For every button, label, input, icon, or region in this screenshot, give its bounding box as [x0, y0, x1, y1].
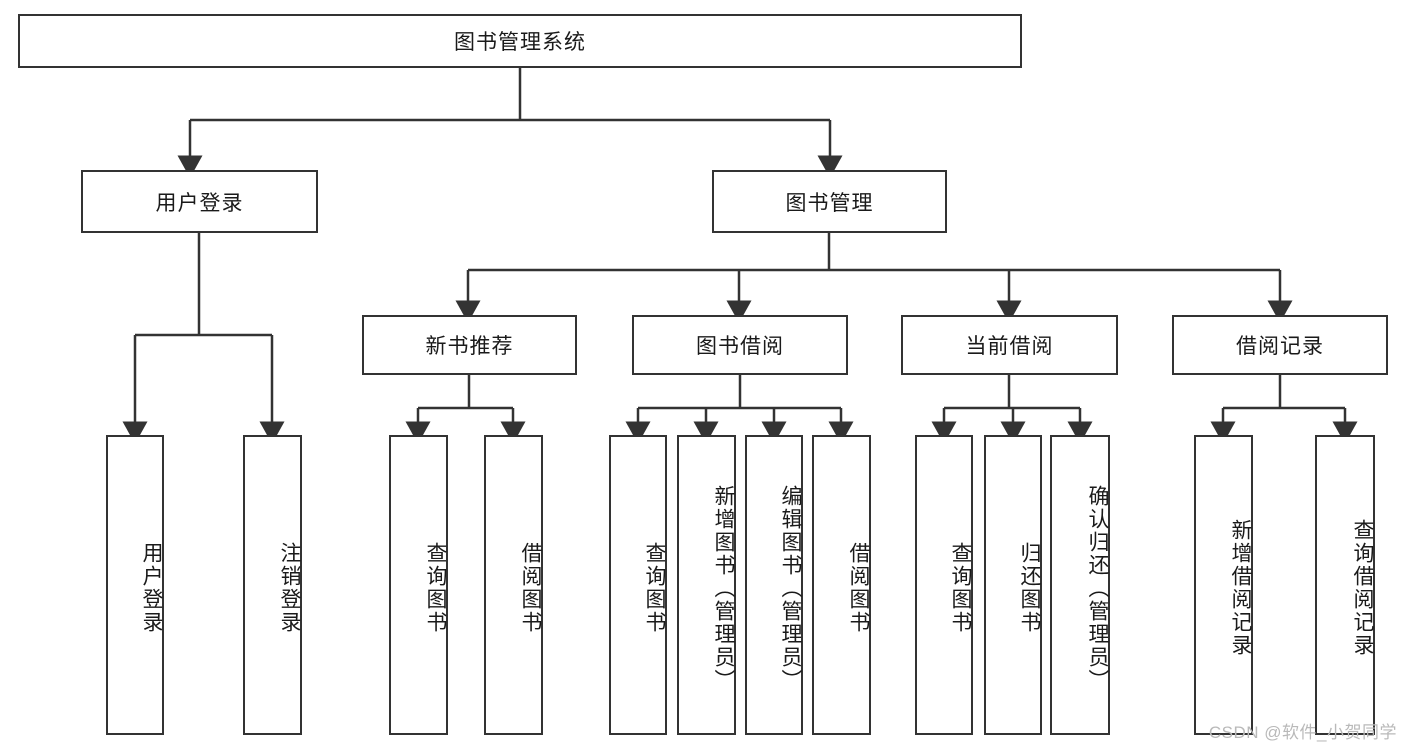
- node-system-root[interactable]: 图书管理系统: [18, 14, 1022, 68]
- node-current-borrow[interactable]: 当前借阅: [901, 315, 1118, 375]
- node-leaf-query-book-1[interactable]: 查询图书: [389, 435, 448, 735]
- node-leaf-edit-book-admin[interactable]: 编辑图书（管理员）: [745, 435, 803, 735]
- node-leaf-user-login[interactable]: 用户登录: [106, 435, 164, 735]
- node-borrow-record[interactable]: 借阅记录: [1172, 315, 1388, 375]
- node-leaf-add-book-admin[interactable]: 新增图书（管理员）: [677, 435, 736, 735]
- node-new-book-recommend[interactable]: 新书推荐: [362, 315, 577, 375]
- node-leaf-confirm-return-admin[interactable]: 确认归还（管理员）: [1050, 435, 1110, 735]
- node-leaf-query-book-3[interactable]: 查询图书: [915, 435, 973, 735]
- node-leaf-query-borrow-record[interactable]: 查询借阅记录: [1315, 435, 1375, 735]
- node-leaf-borrow-book-1[interactable]: 借阅图书: [484, 435, 543, 735]
- node-leaf-query-book-2[interactable]: 查询图书: [609, 435, 667, 735]
- node-leaf-logout-login[interactable]: 注销登录: [243, 435, 302, 735]
- node-book-borrow[interactable]: 图书借阅: [632, 315, 848, 375]
- node-book-management[interactable]: 图书管理: [712, 170, 947, 233]
- node-user-login[interactable]: 用户登录: [81, 170, 318, 233]
- node-leaf-return-book[interactable]: 归还图书: [984, 435, 1042, 735]
- node-leaf-borrow-book-2[interactable]: 借阅图书: [812, 435, 871, 735]
- node-leaf-add-borrow-record[interactable]: 新增借阅记录: [1194, 435, 1253, 735]
- watermark-label: CSDN @软件_小贺同学: [1208, 723, 1397, 742]
